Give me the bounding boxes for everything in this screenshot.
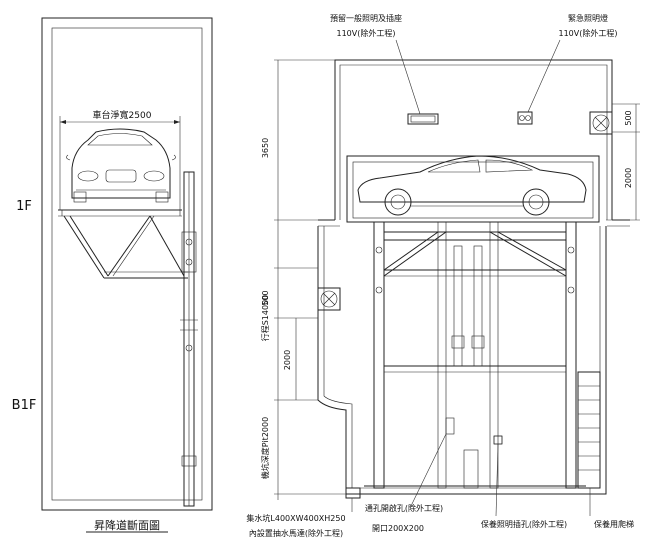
sump-pit <box>345 487 361 499</box>
shaft-outer-wall <box>41 17 213 511</box>
reserved-light-label: 預留一般照明及插座 <box>330 13 402 23</box>
upper-shaft-outline <box>334 59 613 220</box>
dim-upper-right: 500 <box>624 110 633 125</box>
emergency-light-label: 緊急照明燈 <box>568 13 608 23</box>
shaft-inner-wall <box>51 27 203 501</box>
maintenance-ladder <box>577 371 601 489</box>
pit-outline <box>317 226 607 495</box>
lower-fan-icon <box>317 287 341 311</box>
right-elevation-view: 預留一般照明及插座 110V(除外工程) 緊急照明燈 110V(除外工程) 36… <box>246 13 640 538</box>
dim-fan-side: 500 <box>261 290 270 305</box>
upper-fan-icon <box>589 111 613 135</box>
guide-column <box>180 171 198 507</box>
dim-travel: 行程S14000 <box>260 295 270 342</box>
opening-label: 開口200X200 <box>372 524 424 533</box>
dim-top-height: 3650 <box>261 138 270 158</box>
reserved-light-fixture <box>407 113 439 125</box>
vent-hole-label: 通孔開啟孔(除外工程) <box>365 503 443 513</box>
car-side-view <box>357 155 587 216</box>
car-front-view <box>66 128 176 203</box>
car-width-dim-label: 車台淨寬2500 <box>93 109 152 121</box>
emergency-light-note: 110V(除外工程) <box>559 28 618 38</box>
dim-car-space: 2000 <box>624 168 633 188</box>
protection-light-label: 保養照明插孔(除外工程) <box>481 519 567 529</box>
floor-1f-label: 1F <box>16 199 32 214</box>
sump-pit-note: 內設置抽水馬達(除外工程) <box>249 528 343 538</box>
dim-lower-mid: 2000 <box>283 350 292 370</box>
left-section-view: 車台淨寬2500 <box>12 17 213 533</box>
sump-pit-label: 集水坑L400XW400XH250 <box>246 513 345 523</box>
floor-b1f-label: B1F <box>12 398 37 413</box>
ladder-label: 保養用爬梯 <box>594 519 634 529</box>
car-platform <box>346 155 600 223</box>
dim-pit-depth: 機坑深度Pit2000 <box>260 417 270 479</box>
left-view-title: 昇降道斷面圖 <box>94 518 160 532</box>
reserved-light-note: 110V(除外工程) <box>337 28 396 38</box>
emergency-light-fixture <box>517 111 533 125</box>
lift-frame <box>364 221 586 489</box>
lower-truss <box>63 215 188 279</box>
